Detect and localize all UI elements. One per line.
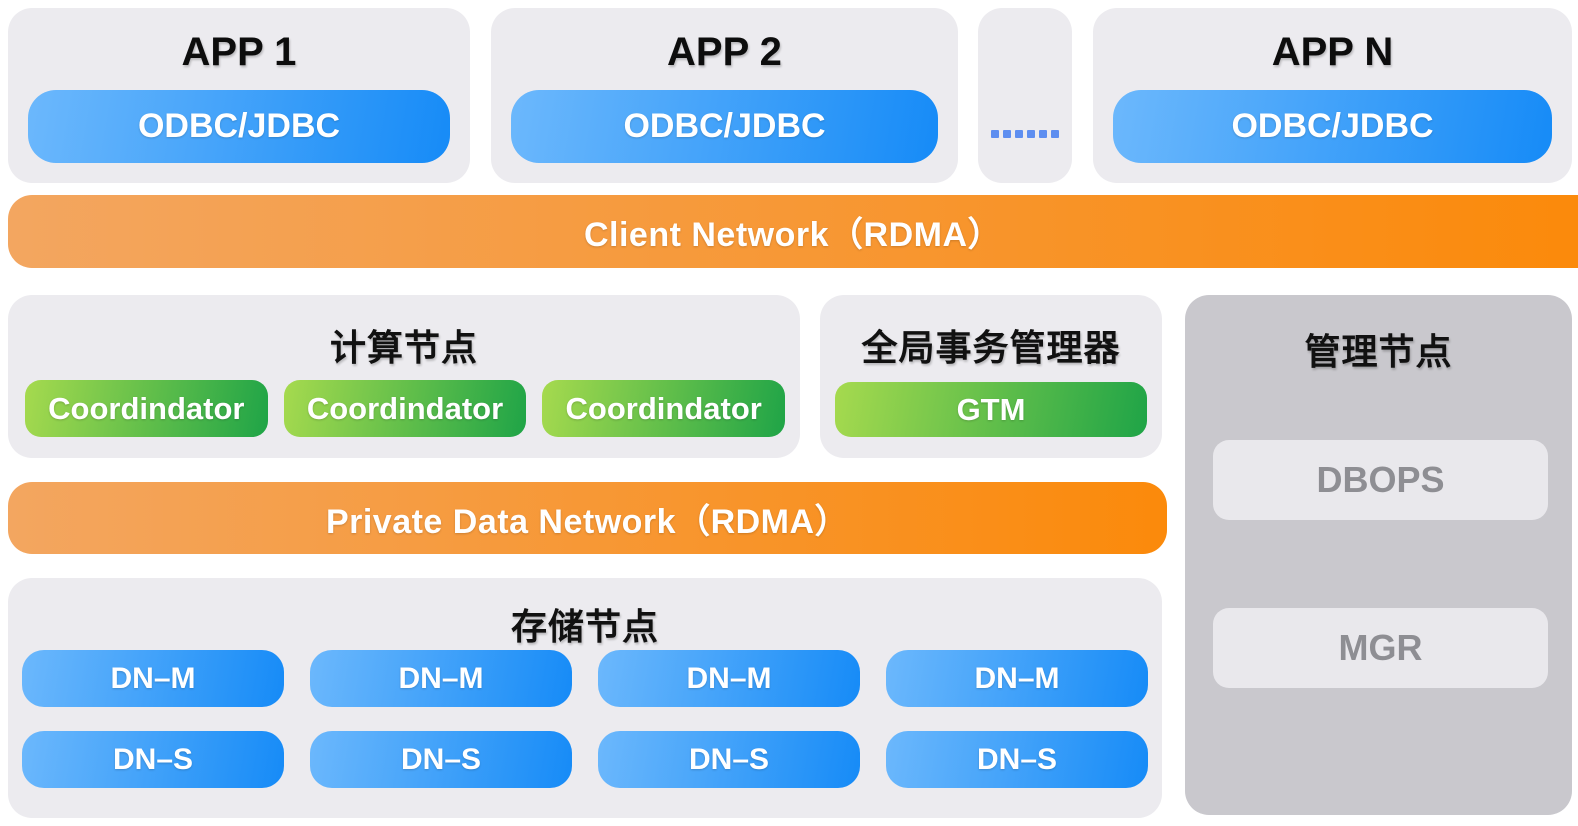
odbc-jdbc-button: ODBC/JDBC: [511, 90, 938, 163]
gtm-row: GTM: [835, 382, 1147, 437]
app-title: APP N: [1271, 30, 1394, 74]
app-ellipsis-card: [978, 8, 1072, 183]
compute-nodes-panel: 计算节点 Coordindator Coordindator Coordinda…: [8, 295, 800, 458]
coordinator-button: Coordindator: [283, 380, 527, 437]
app-title: APP 1: [181, 30, 297, 74]
client-network-bar: Client Network（RDMA）: [8, 195, 1578, 268]
management-panel: 管理节点 DBOPS MGR: [1185, 295, 1572, 815]
app-title: APP 2: [667, 30, 782, 74]
odbc-jdbc-button: ODBC/JDBC: [28, 90, 450, 163]
coordinator-row: Coordindator Coordindator Coordindator: [25, 380, 786, 437]
dn-master-button: DN–M: [598, 650, 860, 707]
private-data-network-bar: Private Data Network（RDMA）: [8, 482, 1167, 554]
gtm-title: 全局事务管理器: [861, 327, 1121, 368]
coordinator-button: Coordindator: [25, 380, 268, 437]
dn-master-button: DN–M: [22, 650, 284, 707]
compute-nodes-title: 计算节点: [329, 327, 478, 368]
gtm-panel: 全局事务管理器 GTM: [820, 295, 1162, 458]
dn-master-button: DN–M: [886, 650, 1148, 707]
dbops-button: DBOPS: [1213, 440, 1548, 520]
dn-master-button: DN–M: [310, 650, 572, 707]
gtm-button: GTM: [835, 382, 1147, 437]
app-card-1: APP 1 ODBC/JDBC: [8, 8, 470, 183]
mgr-button: MGR: [1213, 608, 1548, 688]
coordinator-button: Coordindator: [542, 380, 786, 437]
app-card-n: APP N ODBC/JDBC: [1093, 8, 1572, 183]
management-title: 管理节点: [1304, 331, 1453, 372]
dn-standby-button: DN–S: [598, 731, 860, 788]
ellipsis-icon: [978, 130, 1072, 138]
dn-standby-button: DN–S: [22, 731, 284, 788]
app-card-2: APP 2 ODBC/JDBC: [491, 8, 958, 183]
dn-standby-button: DN–S: [886, 731, 1148, 788]
storage-nodes-title: 存储节点: [510, 606, 659, 647]
dn-standby-button: DN–S: [310, 731, 572, 788]
datanode-grid: DN–M DN–M DN–M DN–M DN–S DN–S DN–S DN–S: [22, 650, 1148, 790]
odbc-jdbc-button: ODBC/JDBC: [1113, 90, 1552, 163]
storage-nodes-panel: 存储节点 DN–M DN–M DN–M DN–M DN–S DN–S DN–S …: [8, 578, 1162, 818]
